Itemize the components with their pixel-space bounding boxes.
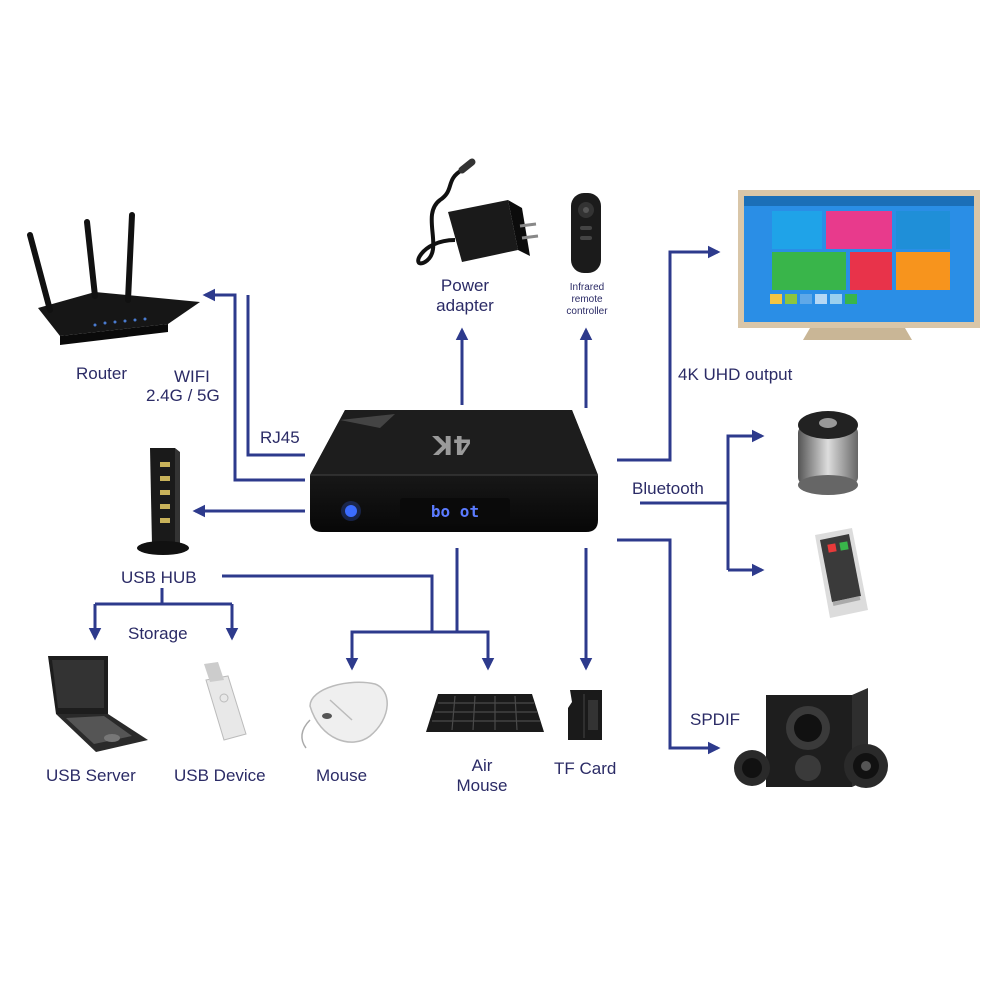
label-mouse-2: Mouse (456, 776, 508, 795)
label-bluetooth: Bluetooth (632, 479, 704, 498)
label-air: Air (471, 756, 493, 775)
connector-wifi (202, 288, 305, 482)
label-usb-hub: USB HUB (121, 568, 197, 587)
connector-spdif (617, 538, 721, 755)
label-uhd-output: 4K UHD output (678, 365, 793, 384)
mouse-icon (301, 681, 388, 749)
speaker-system-icon (734, 688, 888, 788)
smartphone-icon (815, 528, 868, 618)
label-tf-card: TF Card (554, 759, 617, 778)
usb-hub-icon (137, 448, 189, 555)
label-rj45: RJ45 (260, 428, 300, 447)
label-storage: Storage (128, 624, 188, 643)
label-power-adapter: Power adapter (420, 276, 510, 316)
bluetooth-speaker-icon (798, 411, 858, 495)
tf-card-icon (568, 690, 602, 740)
keyboard-icon (426, 694, 544, 732)
label-power: Power (440, 276, 490, 295)
label-air-mouse: Air Mouse (446, 756, 518, 796)
router-icon (27, 212, 200, 345)
label-controller: controller (566, 306, 608, 317)
usb-stick-icon (204, 662, 247, 741)
label-adapter: adapter (436, 296, 494, 315)
power-adapter-icon (416, 158, 539, 266)
label-usb-server: USB Server (46, 766, 136, 785)
tv-icon (738, 190, 980, 340)
label-remote: remote (571, 294, 603, 305)
connector-uhd-output (617, 245, 721, 462)
tv-box-brand: 4K (432, 429, 471, 459)
connector-air-mouse (457, 630, 495, 671)
connector-usb-bus (222, 574, 434, 632)
tv-box-device: 4K bo ot (310, 410, 598, 532)
power-led (345, 505, 357, 517)
label-router: Router (76, 364, 128, 383)
label-wifi-bands: 2.4G / 5G (146, 386, 220, 405)
label-wifi: WIFI (174, 367, 210, 386)
remote-control-icon (571, 193, 601, 273)
laptop-icon (48, 656, 148, 752)
connector-mouse (345, 630, 457, 671)
connectors (88, 245, 765, 755)
connector-rj45 (246, 295, 305, 457)
label-infrared: Infrared (569, 282, 605, 293)
tv-box-display: bo ot (431, 502, 479, 521)
label-usb-device: USB Device (174, 766, 266, 785)
label-remote-controller: Infrared remote controller (550, 282, 624, 318)
label-mouse: Mouse (316, 766, 368, 785)
connector-bluetooth-branch (726, 429, 765, 570)
label-spdif: SPDIF (690, 710, 741, 729)
